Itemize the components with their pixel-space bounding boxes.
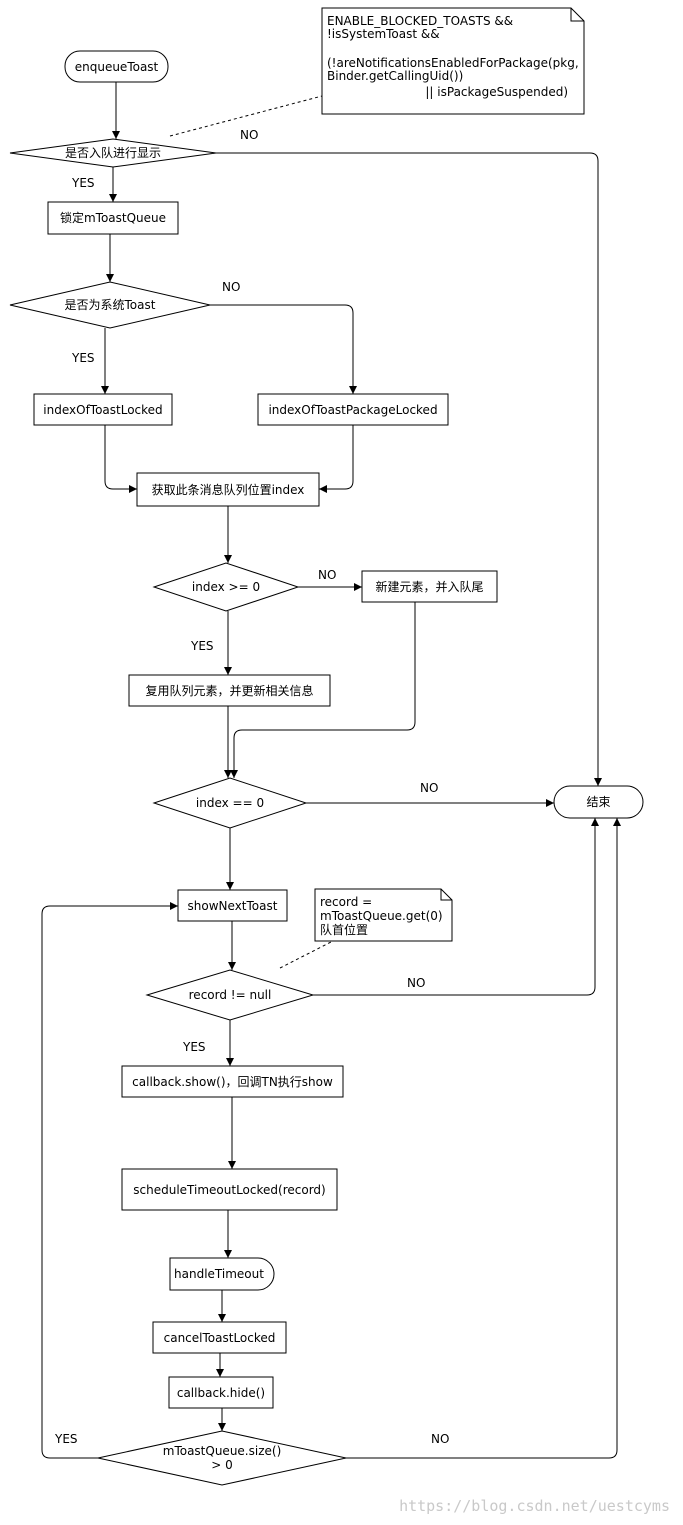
process-index-package-label: indexOfToastPackageLocked	[268, 403, 437, 417]
note-enqueue-line-5: Binder.getCallingUid())	[327, 69, 463, 83]
process-new-element-label: 新建元素，并入队尾	[375, 579, 483, 594]
note-record	[314, 888, 453, 942]
process-lock-queue-label: 锁定mToastQueue	[60, 210, 166, 225]
edge-index-toast-to-get	[104, 425, 137, 493]
decision-enqueue-label: 是否入队进行显示	[65, 145, 161, 160]
process-callback-show	[121, 1065, 344, 1098]
note-record-line-1: record =	[320, 895, 372, 909]
label-enqueue-yes: YES	[71, 176, 95, 190]
process-callback-hide	[168, 1376, 274, 1409]
note-record-fold	[440, 889, 452, 901]
start-terminator-label: enqueueToast	[75, 60, 159, 74]
decision-queue-size-label-2: > 0	[211, 1458, 233, 1472]
label-record-no: NO	[407, 976, 425, 990]
decision-record-label: record != null	[189, 988, 272, 1002]
label-index-ge-yes: YES	[190, 639, 214, 653]
edge-new-to-index-eq	[230, 602, 416, 778]
process-lock-queue	[47, 201, 179, 235]
process-get-index	[136, 472, 320, 507]
edge-size-no	[346, 818, 621, 1459]
label-system-no: NO	[222, 280, 240, 294]
label-enqueue-no: NO	[240, 128, 258, 142]
edge-record-no	[313, 818, 599, 996]
edge-size-yes-loop	[41, 902, 178, 1459]
decision-index-ge-label: index >= 0	[192, 580, 260, 594]
label-system-yes: YES	[71, 351, 95, 365]
process-show-next-label: showNextToast	[188, 899, 278, 913]
process-index-toast-label: indexOfToastLocked	[43, 403, 162, 417]
process-handle-timeout-label: handleTimeout	[174, 1267, 264, 1281]
label-index-ge-no: NO	[318, 568, 336, 582]
label-index-eq-no: NO	[420, 781, 438, 795]
process-new-element	[361, 570, 498, 603]
label-size-yes: YES	[54, 1432, 78, 1446]
note-enqueue-line-6: || isPackageSuspended)	[425, 85, 568, 99]
process-reuse	[128, 674, 331, 707]
note-enqueue-line-1: ENABLE_BLOCKED_TOASTS &&	[327, 14, 513, 28]
note-record-anchor	[279, 940, 334, 969]
decision-system-toast-label: 是否为系统Toast	[65, 298, 156, 312]
note-enqueue-line-4: (!areNotificationsEnabledForPackage(pkg,	[327, 56, 579, 70]
process-callback-show-label: callback.show()，回调TN执行show	[132, 1075, 333, 1089]
edge-system-no	[210, 304, 357, 394]
process-callback-hide-label: callback.hide()	[177, 1386, 265, 1400]
edge-index-package-to-get	[319, 425, 354, 493]
process-schedule	[121, 1168, 338, 1211]
decision-index-eq-label: index == 0	[196, 796, 264, 810]
note-record-line-3: 队首位置	[320, 922, 368, 937]
note-record-line-2: mToastQueue.get(0)	[320, 909, 443, 923]
edge-enqueue-no	[216, 152, 602, 786]
end-terminator-label: 结束	[586, 795, 610, 809]
process-reuse-label: 复用队列元素，并更新相关信息	[145, 683, 313, 698]
label-record-yes: YES	[182, 1040, 206, 1054]
watermark: https://blog.csdn.net/uestcyms	[399, 1497, 670, 1515]
process-get-index-label: 获取此条消息队列位置index	[152, 482, 305, 497]
process-schedule-label: scheduleTimeoutLocked(record)	[133, 1183, 325, 1197]
process-cancel-label: cancelToastLocked	[164, 1331, 276, 1345]
note-fold	[570, 8, 584, 22]
decision-queue-size-label-1: mToastQueue.size()	[163, 1444, 282, 1458]
label-size-no: NO	[431, 1432, 449, 1446]
note-enqueue-line-2: !isSystemToast &&	[327, 27, 440, 41]
process-handle-timeout	[169, 1257, 275, 1291]
note-enqueue-anchor	[169, 95, 323, 137]
process-index-toast	[33, 393, 173, 426]
